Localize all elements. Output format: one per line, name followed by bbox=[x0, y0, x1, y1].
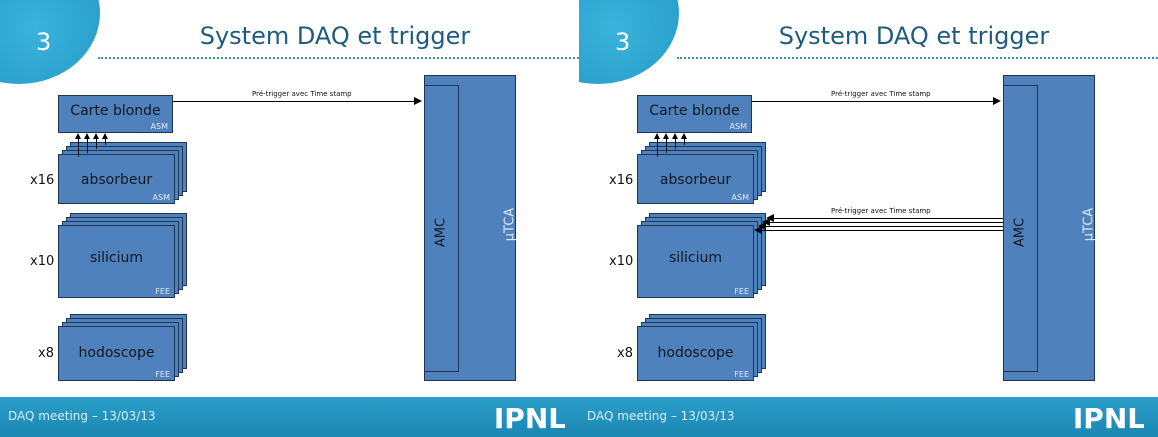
back-arrow-4-head bbox=[754, 226, 762, 234]
carte-blonde-box: Carte blonde ASM bbox=[58, 95, 173, 133]
up-arrow-2-line bbox=[666, 139, 667, 153]
pretrigger-arrow-line bbox=[173, 101, 415, 102]
ipnl-logo: IPNL bbox=[495, 402, 565, 434]
silicium-box: silicium FEE bbox=[58, 225, 175, 298]
pretrigger-arrow-label: Pré-trigger avec Time stamp bbox=[831, 90, 931, 98]
back-arrow-3-line bbox=[763, 226, 1003, 227]
carte-blonde-box: Carte blonde ASM bbox=[637, 95, 752, 133]
absorbeur-label: absorbeur bbox=[80, 172, 153, 188]
up-arrow-4-line bbox=[684, 139, 685, 145]
up-arrow-2-head bbox=[84, 133, 90, 139]
up-arrow-1-line bbox=[657, 139, 658, 157]
pretrigger-arrow-line bbox=[752, 101, 994, 102]
silicium-label: silicium bbox=[668, 250, 723, 266]
absorbeur-multiplier: x16 bbox=[30, 173, 55, 188]
up-arrow-1-head bbox=[654, 133, 660, 139]
slide-title: System DAQ et trigger bbox=[199, 22, 471, 50]
amc-label: AMC bbox=[433, 217, 449, 248]
up-arrow-2-head bbox=[663, 133, 669, 139]
hodoscope-box: hodoscope FEE bbox=[58, 326, 175, 381]
title-divider bbox=[98, 57, 579, 59]
slide-title: System DAQ et trigger bbox=[778, 22, 1050, 50]
hodoscope-tag: FEE bbox=[155, 370, 170, 379]
slide-1: 3 System DAQ et trigger Carte blonde ASM… bbox=[0, 0, 579, 437]
carte-blonde-tag: ASM bbox=[729, 122, 747, 131]
hodoscope-multiplier: x8 bbox=[38, 346, 54, 361]
silicium-box: silicium FEE bbox=[637, 225, 754, 298]
carte-blonde-label: Carte blonde bbox=[649, 103, 740, 119]
up-arrow-3-line bbox=[675, 139, 676, 149]
silicium-tag: FEE bbox=[155, 287, 170, 296]
absorbeur-tag: ASM bbox=[731, 193, 749, 202]
back-arrow-1-line bbox=[771, 218, 1003, 219]
up-arrow-4-line bbox=[105, 139, 106, 145]
back-arrow-label: Pré-trigger avec Time stamp bbox=[831, 207, 931, 215]
back-arrow-2-line bbox=[767, 222, 1003, 223]
hodoscope-label: hodoscope bbox=[657, 345, 734, 361]
pretrigger-arrow-label: Pré-trigger avec Time stamp bbox=[252, 90, 352, 98]
footer-bar: DAQ meeting – 13/03/13 IPNL bbox=[0, 397, 579, 437]
up-arrow-4-head bbox=[681, 133, 687, 139]
footer-text: DAQ meeting – 13/03/13 bbox=[8, 409, 156, 423]
up-arrow-1-line bbox=[78, 139, 79, 157]
slide-number: 3 bbox=[615, 28, 631, 56]
hodoscope-multiplier: x8 bbox=[617, 346, 633, 361]
amc-board bbox=[424, 85, 459, 372]
back-arrow-4-line bbox=[759, 230, 1003, 231]
carte-blonde-tag: ASM bbox=[150, 122, 168, 131]
svg-text:IPNL: IPNL bbox=[495, 402, 565, 434]
pretrigger-arrow-head bbox=[993, 97, 1001, 105]
footer-bar: DAQ meeting – 13/03/13 IPNL bbox=[579, 397, 1158, 437]
slide-number: 3 bbox=[36, 28, 52, 56]
absorbeur-box: absorbeur ASM bbox=[637, 154, 754, 204]
up-arrow-3-line bbox=[96, 139, 97, 149]
footer-text: DAQ meeting – 13/03/13 bbox=[587, 409, 735, 423]
hodoscope-box: hodoscope FEE bbox=[637, 326, 754, 381]
silicium-label: silicium bbox=[89, 250, 144, 266]
silicium-multiplier: x10 bbox=[30, 254, 55, 269]
utca-label: µTCA bbox=[1081, 207, 1097, 242]
up-arrow-1-head bbox=[75, 133, 81, 139]
back-arrow-2-head bbox=[762, 218, 770, 226]
pretrigger-arrow-head bbox=[414, 97, 422, 105]
svg-text:IPNL: IPNL bbox=[1074, 402, 1144, 434]
up-arrow-3-head bbox=[93, 133, 99, 139]
up-arrow-4-head bbox=[102, 133, 108, 139]
silicium-multiplier: x10 bbox=[609, 254, 634, 269]
title-divider bbox=[677, 57, 1158, 59]
absorbeur-multiplier: x16 bbox=[609, 173, 634, 188]
hodoscope-tag: FEE bbox=[734, 370, 749, 379]
up-arrow-2-line bbox=[87, 139, 88, 153]
hodoscope-label: hodoscope bbox=[78, 345, 155, 361]
absorbeur-tag: ASM bbox=[152, 193, 170, 202]
up-arrow-3-head bbox=[672, 133, 678, 139]
absorbeur-box: absorbeur ASM bbox=[58, 154, 175, 204]
silicium-tag: FEE bbox=[734, 287, 749, 296]
amc-label: AMC bbox=[1012, 217, 1028, 248]
ipnl-logo: IPNL bbox=[1074, 402, 1144, 434]
back-arrow-3-head bbox=[758, 222, 766, 230]
back-arrow-1-head bbox=[766, 214, 774, 222]
utca-label: µTCA bbox=[502, 207, 518, 242]
slide-2: 3 System DAQ et trigger Carte blonde ASM… bbox=[579, 0, 1158, 437]
absorbeur-label: absorbeur bbox=[659, 172, 732, 188]
carte-blonde-label: Carte blonde bbox=[70, 103, 161, 119]
amc-board bbox=[1003, 85, 1038, 372]
